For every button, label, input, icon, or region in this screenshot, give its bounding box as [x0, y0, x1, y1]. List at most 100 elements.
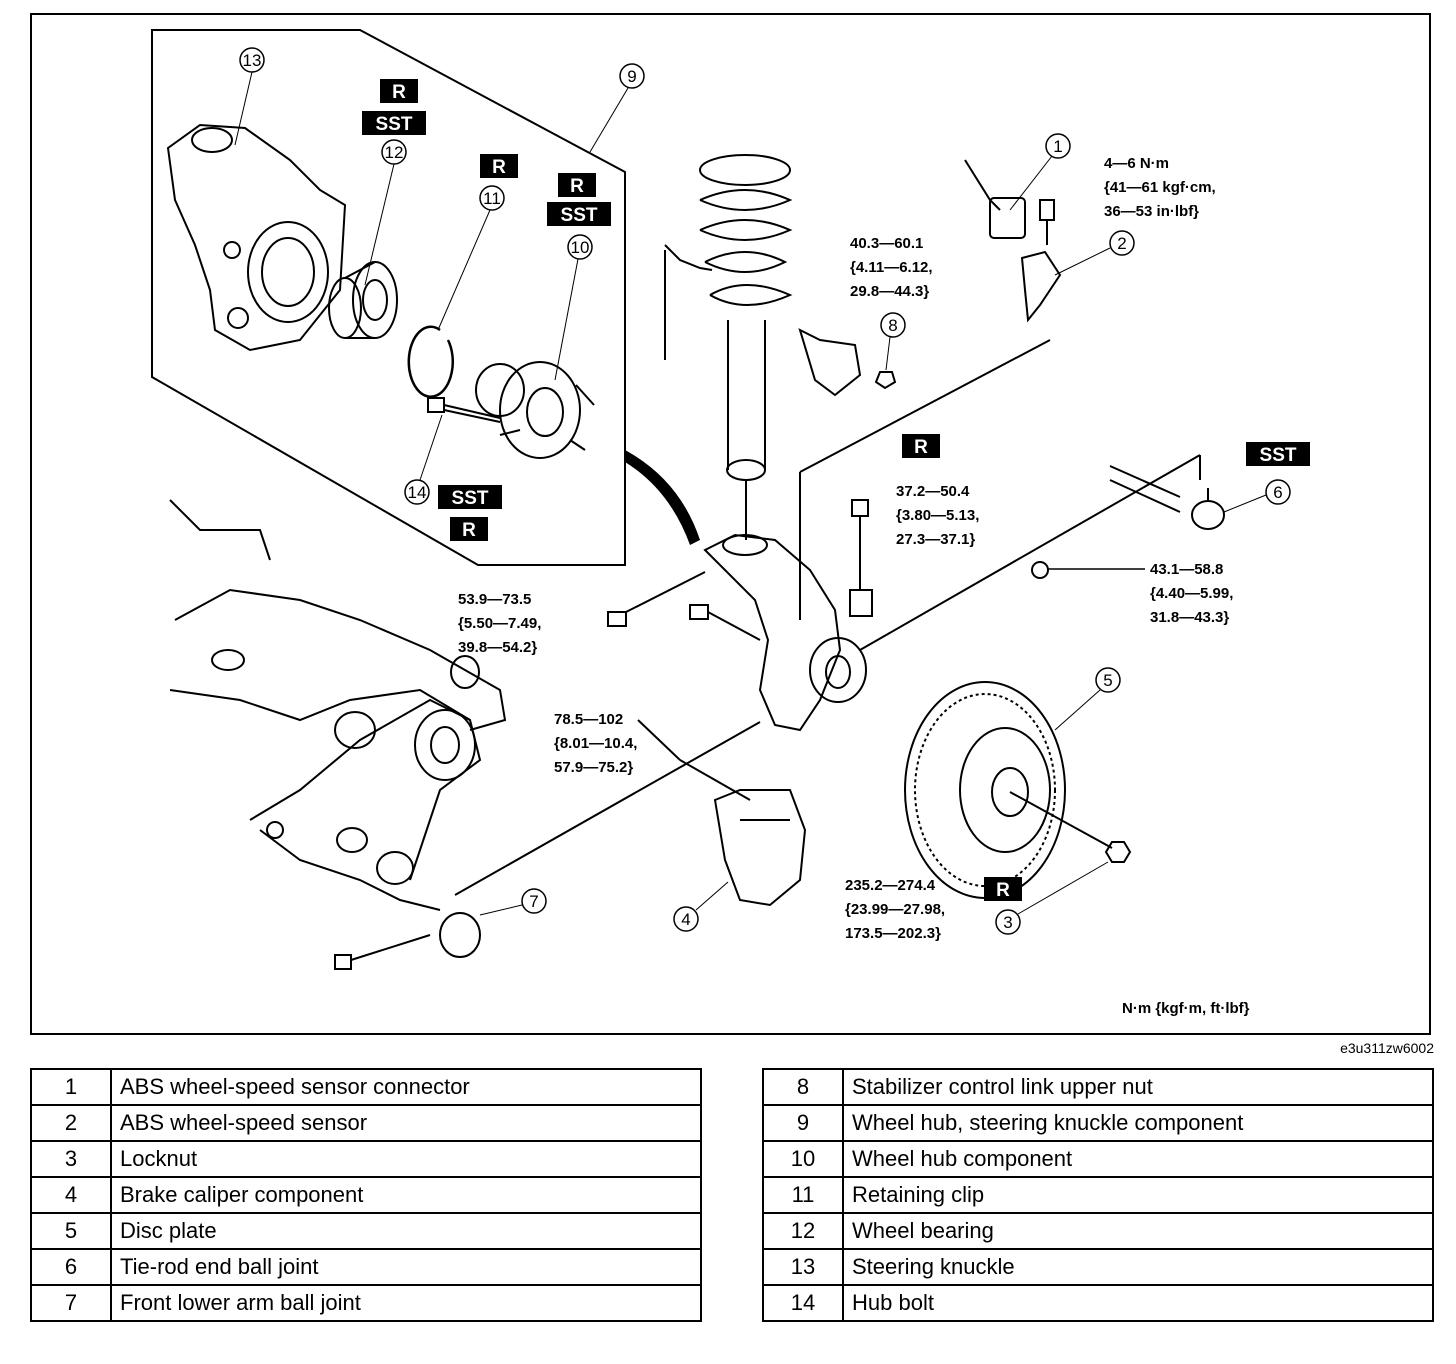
svg-text:6: 6 [1273, 483, 1282, 502]
legend-number: 6 [30, 1248, 112, 1286]
svg-text:2: 2 [1117, 234, 1126, 253]
badge-sst-10: SST [547, 202, 611, 226]
svg-text:39.8—54.2}: 39.8—54.2} [458, 639, 537, 656]
svg-text:53.9—73.5: 53.9—73.5 [458, 591, 531, 608]
svg-text:3: 3 [1003, 913, 1012, 932]
steering-knuckle-detail [166, 123, 347, 352]
legend-number: 5 [30, 1212, 112, 1250]
units-note: N·m {kgf·m, ft·lbf} [1122, 1000, 1250, 1017]
wheel-hub-detail [475, 361, 595, 459]
legend-label: Disc plate [110, 1212, 702, 1250]
callout-8: 8 [880, 312, 906, 371]
svg-text:5: 5 [1103, 671, 1112, 690]
svg-text:173.5—202.3}: 173.5—202.3} [845, 925, 941, 942]
badge-sst-12: SST [362, 111, 426, 135]
legend-label: Brake caliper component [110, 1176, 702, 1214]
svg-text:9: 9 [627, 67, 636, 86]
subframe-lower-arm [169, 499, 761, 970]
legend-number: 8 [762, 1068, 844, 1106]
svg-text:14: 14 [408, 483, 427, 502]
svg-text:R: R [492, 157, 506, 178]
legend-label: Retaining clip [842, 1176, 1434, 1214]
svg-text:31.8—43.3}: 31.8—43.3} [1150, 609, 1229, 626]
badge-r-12: R [380, 79, 418, 103]
legend-number: 11 [762, 1176, 844, 1214]
svg-text:SST: SST [452, 488, 489, 509]
svg-text:SST: SST [561, 205, 598, 226]
svg-text:SST: SST [376, 114, 413, 135]
svg-text:SST: SST [1260, 445, 1297, 466]
svg-text:{8.01—10.4,: {8.01—10.4, [554, 735, 637, 752]
svg-text:8: 8 [888, 316, 897, 335]
legend-number: 9 [762, 1104, 844, 1142]
svg-text:4—6 N·m: 4—6 N·m [1104, 155, 1169, 172]
torque-spec-caliper: 53.9—73.5 {5.50—7.49, 39.8—54.2} [458, 591, 541, 656]
legend-label: Wheel bearing [842, 1212, 1434, 1250]
badge-r-6: R [902, 434, 940, 458]
torque-spec-1: 4—6 N·m {41—61 kgf·cm, 36—53 in·lbf} [1104, 155, 1216, 220]
svg-text:57.9—75.2}: 57.9—75.2} [554, 759, 633, 776]
legend-number: 4 [30, 1176, 112, 1214]
diagram-frame [30, 13, 1431, 1035]
badge-sst-14: SST [438, 485, 502, 509]
callout-13: 13 [234, 47, 265, 146]
badge-r-3: R [984, 877, 1022, 901]
legend-label: ABS wheel-speed sensor [110, 1104, 702, 1142]
strut-assembly [664, 154, 793, 540]
tie-rod-end [1031, 465, 1225, 579]
badges: R SST R R SST SST R R SST R [362, 79, 1310, 901]
badge-sst-6: SST [1246, 442, 1310, 466]
callouts: 13 12 11 10 9 14 1 [234, 47, 1291, 935]
knuckle-assembly [703, 454, 1201, 732]
svg-text:R: R [914, 437, 928, 458]
torque-spec-8: 40.3—60.1 {4.11—6.12, 29.8—44.3} [850, 235, 933, 300]
legend-label: Front lower arm ball joint [110, 1284, 702, 1322]
svg-text:11: 11 [483, 189, 501, 208]
svg-text:13: 13 [243, 51, 262, 70]
hub-bolt-detail [427, 397, 501, 423]
svg-text:43.1—58.8: 43.1—58.8 [1150, 561, 1223, 578]
legend-label: Hub bolt [842, 1284, 1434, 1322]
svg-text:R: R [462, 520, 476, 541]
svg-text:1: 1 [1053, 137, 1062, 156]
wheel-bearing-detail [328, 261, 398, 339]
svg-text:{5.50—7.49,: {5.50—7.49, [458, 615, 541, 632]
inset-pointer [625, 450, 700, 545]
svg-text:{4.40—5.99,: {4.40—5.99, [1150, 585, 1233, 602]
svg-text:{4.11—6.12,: {4.11—6.12, [850, 259, 933, 276]
legend-label: Tie-rod end ball joint [110, 1248, 702, 1286]
legend-label: Wheel hub, steering knuckle component [842, 1104, 1434, 1142]
legend-number: 10 [762, 1140, 844, 1178]
legend-number: 14 [762, 1284, 844, 1322]
callout-12: 12 [364, 139, 407, 286]
legend-label: Steering knuckle [842, 1248, 1434, 1286]
svg-text:7: 7 [529, 892, 538, 911]
svg-text:{41—61 kgf·cm,: {41—61 kgf·cm, [1104, 179, 1216, 196]
legend-number: 1 [30, 1068, 112, 1106]
legend-number: 13 [762, 1248, 844, 1286]
svg-text:R: R [570, 176, 584, 197]
callout-6: 6 [1223, 479, 1291, 513]
legend-label: Locknut [110, 1140, 702, 1178]
callout-3: 3 [995, 861, 1109, 935]
callout-2: 2 [1054, 230, 1135, 276]
torque-spec-arm: 78.5—102 {8.01—10.4, 57.9—75.2} [554, 711, 637, 776]
torque-spec-6: 37.2—50.4 {3.80—5.13, 27.3—37.1} [896, 483, 979, 548]
callout-1: 1 [1009, 133, 1071, 211]
callout-9: 9 [589, 63, 645, 153]
svg-text:27.3—37.1}: 27.3—37.1} [896, 531, 975, 548]
abs-sensor-parts [799, 159, 1062, 620]
